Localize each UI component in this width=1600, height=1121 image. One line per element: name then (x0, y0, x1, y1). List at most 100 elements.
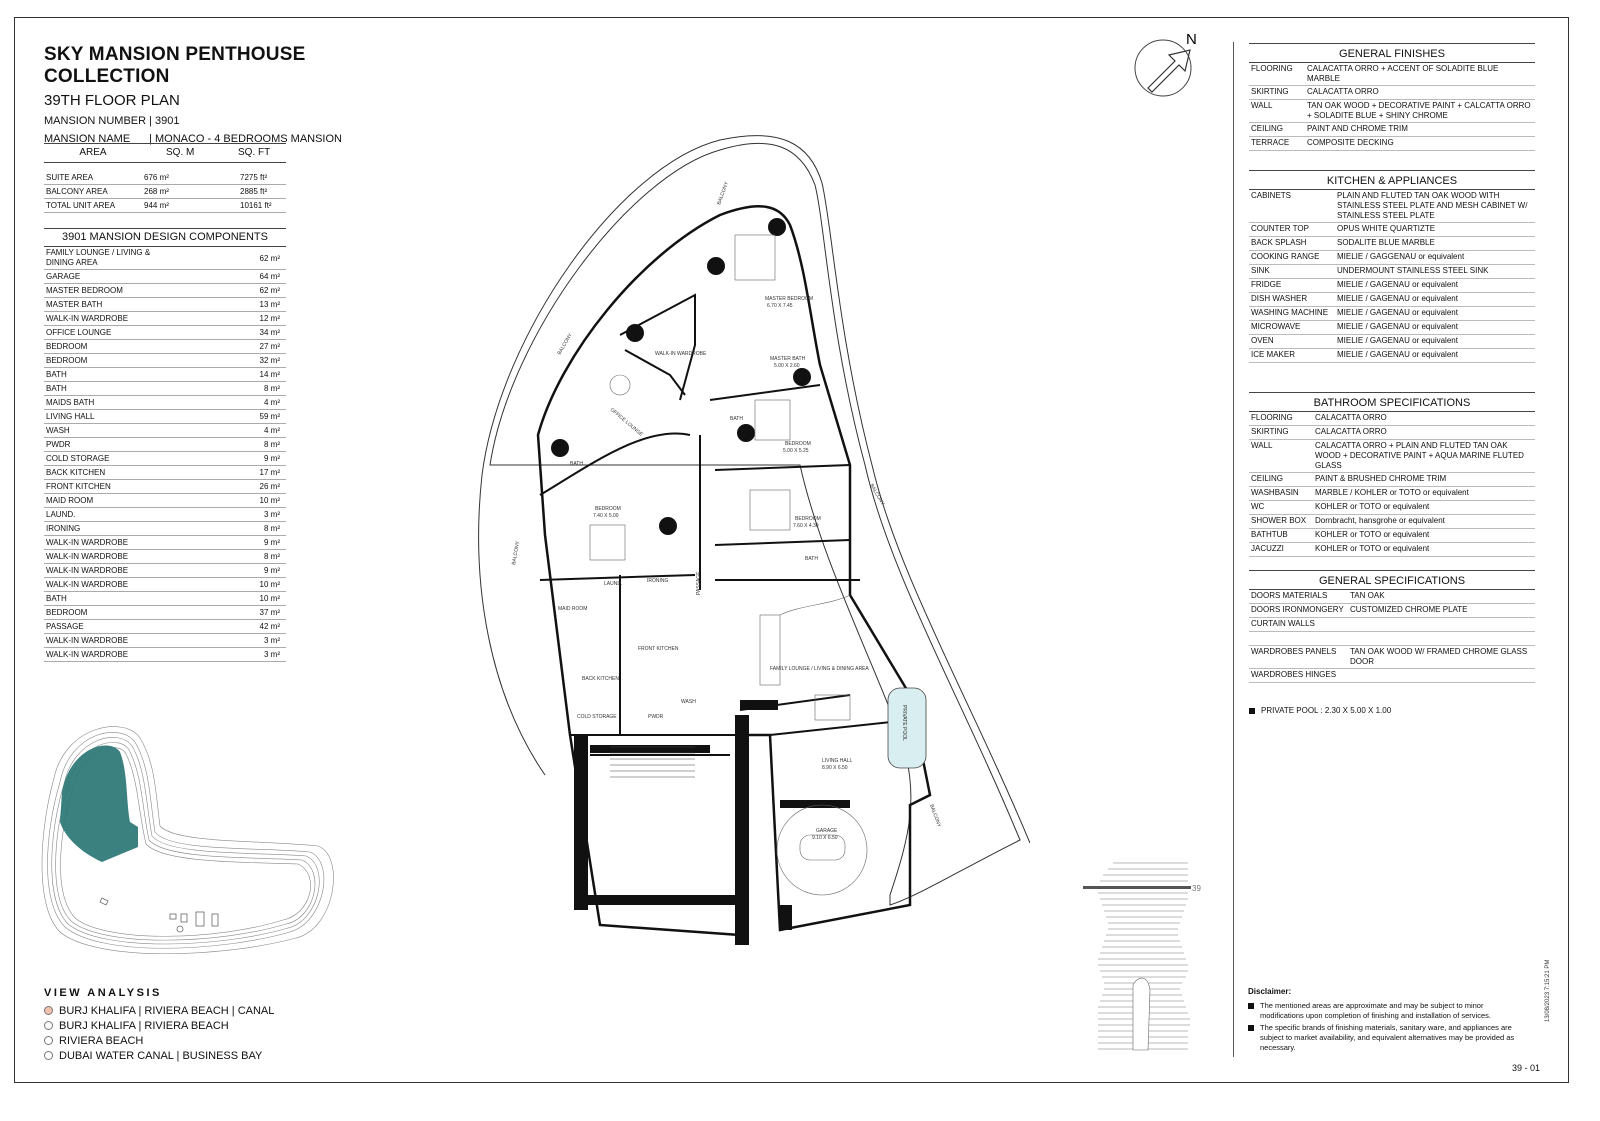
bullet-square-icon (1248, 1003, 1254, 1009)
bullet-square-icon (1248, 1025, 1254, 1031)
radio-empty-icon (44, 1021, 53, 1030)
kitchen-title: KITCHEN & APPLIANCES (1249, 170, 1535, 190)
wash-label: WASH (681, 699, 696, 705)
print-stamp: 13/08/2023 7:15:21 PM (1545, 959, 1551, 1022)
master-bedroom-dim: 6.70 X 7.45 (767, 303, 793, 309)
bedroom-dim: 7.40 X 5.00 (593, 513, 619, 519)
divider-line (1233, 42, 1234, 1057)
area-table-header: AREA SQ. M SQ. FT (44, 143, 286, 163)
pwdr-label: PWDR (648, 714, 664, 720)
balcony-label: BALCONY (511, 540, 521, 565)
balcony-label: BALCONY (868, 483, 885, 507)
bathroom-title: BATHROOM SPECIFICATIONS (1249, 392, 1535, 412)
view-option[interactable]: RIVIERA BEACH (44, 1033, 274, 1048)
site-plan (41, 726, 334, 955)
collection-title: SKY MANSION PENTHOUSE COLLECTION (44, 44, 306, 87)
master-bath-dim: 5.00 X 2.60 (774, 363, 800, 369)
component-row: LAUND.3 m² (44, 508, 286, 522)
cold-storage-label: COLD STORAGE (577, 714, 617, 720)
building-elevation: 39 (1083, 862, 1201, 1051)
passage-label: PASSAGE (696, 571, 702, 595)
bullet-square-icon (1249, 707, 1255, 714)
bath-label: BATH (805, 556, 818, 562)
ironing-label: IRONING (647, 578, 669, 584)
office-lounge-label: OFFICE LOUNGE (609, 407, 645, 438)
disclaimer-item: The specific brands of finishing materia… (1248, 1023, 1518, 1053)
spec-row (1249, 632, 1535, 646)
disclaimer-title: Disclaimer: (1248, 987, 1292, 996)
view-analysis-title: VIEW ANALYSIS (44, 987, 162, 999)
page-number: 39 - 01 (1512, 1063, 1541, 1073)
disclaimer: Disclaimer: The mentioned areas are appr… (1248, 987, 1518, 1055)
general-finishes-title: GENERAL FINISHES (1249, 43, 1535, 63)
view-analysis: VIEW ANALYSIS BURJ KHALIFA | RIVIERA BEA… (44, 987, 274, 1063)
radio-empty-icon (44, 1036, 53, 1045)
design-components: 3901 MANSION DESIGN COMPONENTS FAMILY LO… (44, 228, 286, 662)
garage-dim: 9.10 X 6.50 (812, 835, 838, 841)
maid-room-label: MAID ROOM (558, 606, 587, 612)
view-option[interactable]: BURJ KHALIFA | RIVIERA BEACH (44, 1018, 274, 1033)
view-option[interactable]: DUBAI WATER CANAL | BUSINESS BAY (44, 1048, 274, 1063)
mansion-number: | 3901 (149, 115, 180, 127)
back-kitchen-label: BACK KITCHEN (582, 676, 619, 682)
bedroom-label: BEDROOM (785, 441, 811, 447)
pool-note: PRIVATE POOL : 2.30 X 5.00 X 1.00 (1249, 706, 1391, 715)
balcony-label: BALCONY (716, 181, 730, 206)
disclaimer-item: The mentioned areas are approximate and … (1248, 1001, 1518, 1021)
north-compass-icon: N (1134, 31, 1197, 97)
floor-marker: 39 (1192, 884, 1201, 893)
balcony-label: BALCONY (928, 804, 942, 829)
bath-label: BATH (730, 416, 743, 422)
view-option[interactable]: BURJ KHALIFA | RIVIERA BEACH | CANAL (44, 1003, 274, 1018)
balcony-label: BALCONY (557, 332, 574, 356)
floor-title: 39TH FLOOR PLAN (44, 92, 180, 109)
mansion-name: | MONACO - 4 BEDROOMS MANSION (149, 133, 342, 145)
